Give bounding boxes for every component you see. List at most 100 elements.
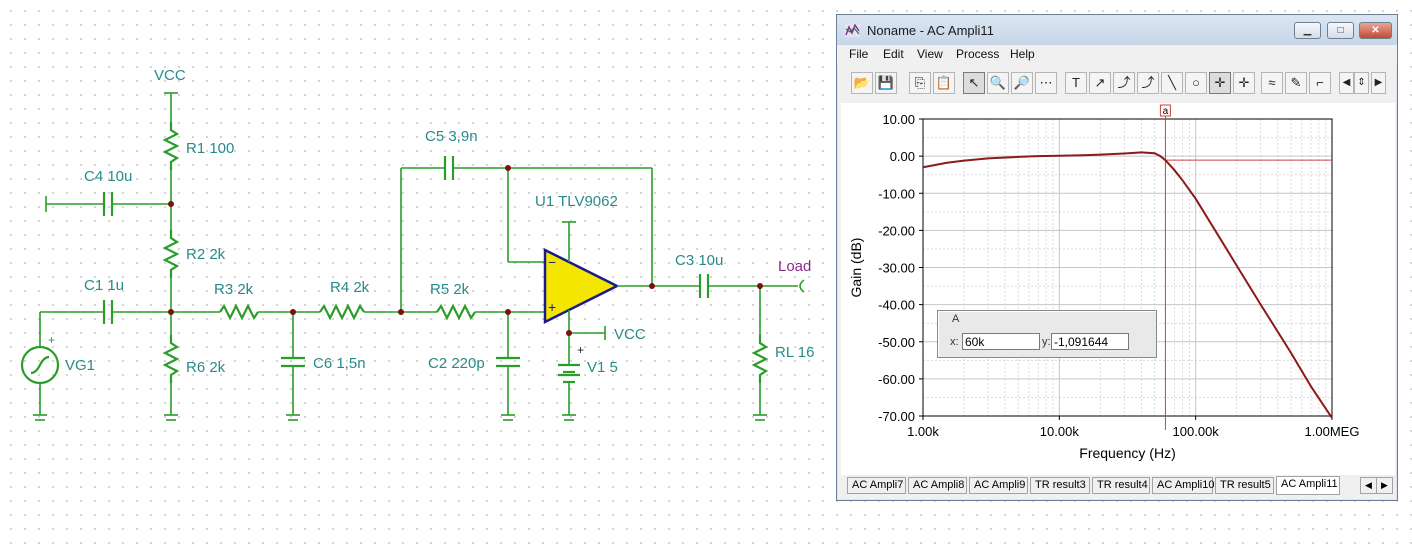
r3-resistor[interactable] xyxy=(171,303,320,321)
r3-label: R3 2k xyxy=(214,281,254,298)
tab-ac-ampli7[interactable]: AC Ampli7 xyxy=(847,477,906,494)
rl-resistor[interactable] xyxy=(751,286,769,421)
vg1-plus-label: + xyxy=(48,333,55,347)
probe-icon[interactable]: ✎ xyxy=(1285,72,1307,94)
zoom-in-icon[interactable]: 🔍 xyxy=(987,72,1009,94)
cursor-b-icon[interactable]: ✛ xyxy=(1233,72,1255,94)
maximize-button[interactable]: □ xyxy=(1327,22,1354,39)
r4-resistor[interactable] xyxy=(319,303,437,321)
toolbar-scroll-right-button[interactable]: ▶ xyxy=(1371,72,1386,94)
u1-label: U1 TLV9062 xyxy=(535,193,618,210)
r6-label: R6 2k xyxy=(186,359,226,376)
curve-label-2-icon[interactable]: ⤴ xyxy=(1137,72,1159,94)
r1-label: R1 100 xyxy=(186,140,234,157)
tab-tr-result5[interactable]: TR result5 xyxy=(1215,477,1274,494)
x-tick-label: 1.00MEG xyxy=(1305,424,1360,439)
r6-resistor[interactable] xyxy=(162,335,180,383)
u1-opamp[interactable]: − + xyxy=(543,221,700,365)
tab-ac-ampli9[interactable]: AC Ampli9 xyxy=(969,477,1028,494)
x-axis-label: Frequency (Hz) xyxy=(1079,445,1175,461)
menu-view[interactable]: View xyxy=(917,47,943,61)
c3-capacitor[interactable] xyxy=(698,274,805,298)
open-folder-icon[interactable]: 📂 xyxy=(851,72,873,94)
vg1-label: VG1 xyxy=(65,357,95,374)
y-tick-label: 10.00 xyxy=(882,112,915,127)
add-curve-icon[interactable]: ≈ xyxy=(1261,72,1283,94)
cursor-x-label: x: xyxy=(950,336,959,348)
paste-icon[interactable]: 📋 xyxy=(933,72,955,94)
tab-ac-ampli8[interactable]: AC Ampli8 xyxy=(908,477,967,494)
ac-analysis-window: Noname - AC Ampli11 ▁ □ ✕ File Edit View… xyxy=(836,14,1398,501)
circuit-schematic[interactable]: − + xyxy=(0,0,830,550)
cursor-y-field[interactable] xyxy=(1051,333,1129,350)
tab-tr-result4[interactable]: TR result4 xyxy=(1092,477,1150,494)
rl-label: RL 16 xyxy=(775,344,814,361)
cursor-x-field[interactable] xyxy=(962,333,1040,350)
save-icon[interactable]: 💾 xyxy=(875,72,897,94)
circle-icon[interactable]: ○ xyxy=(1185,72,1207,94)
opamp-plus-label: + xyxy=(548,299,556,315)
vcc-top-label: VCC xyxy=(154,67,186,84)
y-tick-label: -20.00 xyxy=(878,223,915,238)
toolbar-scroll-updown-button[interactable]: ⇕ xyxy=(1354,72,1369,94)
x-tick-label: 1.00k xyxy=(907,424,939,439)
cursor-y-label: y: xyxy=(1042,336,1051,348)
grid-icon[interactable]: ⋯ xyxy=(1035,72,1057,94)
window-title: Noname - AC Ampli11 xyxy=(867,23,994,38)
app-icon xyxy=(845,23,860,37)
y-tick-label: -50.00 xyxy=(878,335,915,350)
r1-resistor[interactable] xyxy=(162,122,180,170)
y-tick-label: -10.00 xyxy=(878,186,915,201)
gain-chart[interactable]: 10.000.00-10.00-20.00-30.00-40.00-50.00-… xyxy=(841,103,1395,475)
cursor-readout-box[interactable]: A x: y: xyxy=(937,310,1157,358)
y-tick-label: -30.00 xyxy=(878,261,915,276)
tab-ac-ampli10[interactable]: AC Ampli10 xyxy=(1152,477,1214,494)
line-icon[interactable]: ╲ xyxy=(1161,72,1183,94)
pointer-icon[interactable]: ↖ xyxy=(963,72,985,94)
title-bar[interactable]: Noname - AC Ampli11 ▁ □ ✕ xyxy=(837,15,1397,45)
v1-plus-label: + xyxy=(577,343,584,357)
close-button[interactable]: ✕ xyxy=(1359,22,1392,39)
corner-icon[interactable]: ⌐ xyxy=(1309,72,1331,94)
menu-edit[interactable]: Edit xyxy=(883,47,904,61)
menu-bar: File Edit View Process Help xyxy=(837,45,1397,65)
toolbar-scroll-left-button[interactable]: ◀ xyxy=(1339,72,1354,94)
zoom-100-icon[interactable]: 🔎 xyxy=(1011,72,1033,94)
cursor-label: A xyxy=(952,313,960,325)
c4-capacitor[interactable] xyxy=(45,192,171,216)
text-icon[interactable]: T xyxy=(1065,72,1087,94)
r5-label: R5 2k xyxy=(430,281,470,298)
curve-label-icon[interactable]: ⤴ xyxy=(1113,72,1135,94)
cursor-a-icon[interactable]: ✛ xyxy=(1209,72,1231,94)
tab-ac-ampli11[interactable]: AC Ampli11 xyxy=(1276,476,1340,495)
menu-file[interactable]: File xyxy=(849,47,869,61)
v1-label: V1 5 xyxy=(587,359,618,376)
cursor-marker-label: a xyxy=(1163,106,1169,117)
c2-capacitor[interactable] xyxy=(496,312,520,421)
v1-battery[interactable] xyxy=(558,363,580,421)
c1-capacitor[interactable] xyxy=(40,300,171,324)
tab-scroll-right-button[interactable]: ▶ xyxy=(1376,477,1393,494)
c4-label: C4 10u xyxy=(84,168,132,185)
tab-tr-result3[interactable]: TR result3 xyxy=(1030,477,1090,494)
toolbar: 📂💾⎘📋↖🔍🔎⋯T↗⤴⤴╲○✛✛≈✎⌐◀⇕▶ xyxy=(837,67,1397,101)
r2-resistor[interactable] xyxy=(162,230,180,278)
minimize-button[interactable]: ▁ xyxy=(1294,22,1321,39)
copy-icon[interactable]: ⎘ xyxy=(909,72,931,94)
y-axis-label: Gain (dB) xyxy=(848,238,864,298)
c6-capacitor[interactable] xyxy=(281,312,305,421)
tab-scroll-left-button[interactable]: ◀ xyxy=(1360,477,1377,494)
r5-resistor[interactable] xyxy=(436,303,545,321)
c1-label: C1 1u xyxy=(84,277,124,294)
c5-capacitor[interactable] xyxy=(400,156,653,312)
ground-r6 xyxy=(164,414,178,421)
cursor-marker xyxy=(1159,104,1171,117)
x-tick-label: 100.00k xyxy=(1173,424,1220,439)
x-tick-label: 10.00k xyxy=(1040,424,1080,439)
annotation-icon[interactable]: ↗ xyxy=(1089,72,1111,94)
menu-process[interactable]: Process xyxy=(956,47,1000,61)
vg1-source[interactable] xyxy=(20,312,60,421)
menu-help[interactable]: Help xyxy=(1010,47,1035,61)
